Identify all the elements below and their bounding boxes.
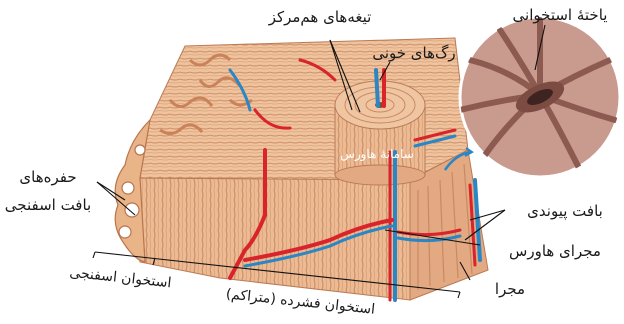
label-bone-cell: یاختهٔ استخوانی [513,6,608,24]
haversian-osteon [335,81,425,185]
label-concentric-lamellae: تیغه‌های هم‌مرکز [268,8,372,26]
label-haversian-canal: مجرای هاورس [509,242,601,260]
label-connective-tissue: بافت پیوندی [527,202,603,221]
label-blood-vessels: رگ‌های خونی [372,44,455,62]
label-canal: مجرا [495,280,525,298]
bone-cell-magnified [445,17,620,177]
label-spongy-cavities-line2: بافت اسفنجی [5,196,91,214]
label-spongy-bone: استخوان اسفنجی [69,265,172,292]
label-spongy-cavities-line1: حفره‌های [19,168,76,186]
label-haversian-system: سامانهٔ هاورس [340,147,414,162]
